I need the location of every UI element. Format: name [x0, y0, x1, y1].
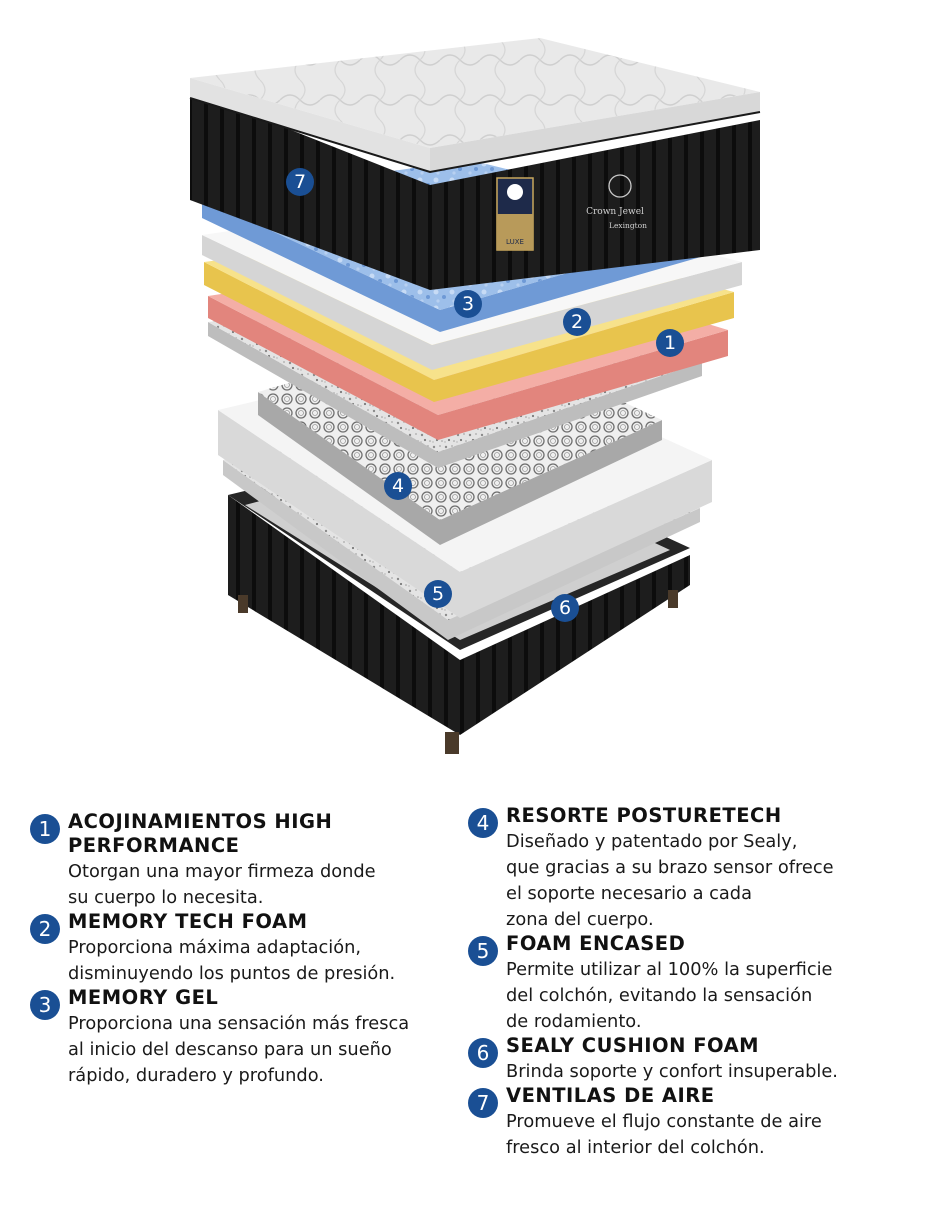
legend-description-5: Permite utilizar al 100% la superficie d…	[506, 959, 833, 1032]
svg-text:5: 5	[432, 583, 444, 605]
legend-title-7: VENTILAS DE AIRE	[506, 1084, 715, 1107]
legend-item-4: 4 RESORTE POSTURETECH Diseñado y patenta…	[468, 804, 908, 933]
legend-title-5: FOAM ENCASED	[506, 932, 686, 955]
legend-title-3: MEMORY GEL	[68, 986, 219, 1009]
legend-item-5: 5 FOAM ENCASED Permite utilizar al 100% …	[468, 932, 908, 1035]
legend-item-1: 1 ACOJINAMIENTOS HIGH PERFORMANCE Otorga…	[30, 810, 440, 911]
legend-number-4: 4	[468, 808, 498, 838]
svg-text:2: 2	[571, 311, 583, 333]
mattress-top	[189, 38, 761, 290]
svg-text:3: 3	[462, 293, 474, 315]
brand-logo: Crown Jewel	[586, 207, 644, 217]
legend-title-6: SEALY CUSHION FOAM	[506, 1034, 760, 1057]
legend-description-2: Proporciona máxima adaptación, disminuye…	[68, 937, 396, 984]
svg-text:7: 7	[294, 171, 306, 193]
legend-item-7: 7 VENTILAS DE AIRE Promueve el flujo con…	[468, 1084, 908, 1161]
legend-number-1: 1	[30, 814, 60, 844]
legend-title-1: ACOJINAMIENTOS HIGH PERFORMANCE	[68, 810, 333, 857]
badge-1: 1	[656, 329, 684, 357]
label-tag: LUXE	[506, 238, 524, 246]
legend-item-3: 3 MEMORY GEL Proporciona una sensación m…	[30, 986, 440, 1089]
badge-5: 5	[424, 580, 452, 608]
legend-description-3: Proporciona una sensación más fresca al …	[68, 1013, 410, 1086]
legend-number-5: 5	[468, 936, 498, 966]
legend-item-6: 6 SEALY CUSHION FOAM Brinda soporte y co…	[468, 1034, 908, 1085]
svg-text:6: 6	[559, 597, 571, 619]
legend-title-4: RESORTE POSTURETECH	[506, 804, 782, 827]
legend-title-2: MEMORY TECH FOAM	[68, 910, 308, 933]
legend-number-6: 6	[468, 1038, 498, 1068]
badge-6: 6	[551, 594, 579, 622]
legend-number-7: 7	[468, 1088, 498, 1118]
legend-description-6: Brinda soporte y confort insuperable.	[506, 1061, 838, 1082]
badge-4: 4	[384, 472, 412, 500]
svg-text:4: 4	[392, 475, 404, 497]
badge-7: 7	[286, 168, 314, 196]
mattress-exploded-diagram: Crown Jewel Lexington LUXE 7 3 2 1 4 5 6	[189, 38, 761, 754]
legend-number-3: 3	[30, 990, 60, 1020]
svg-text:1: 1	[664, 332, 676, 354]
legend-description-4: Diseñado y patentado por Sealy, que grac…	[506, 831, 834, 930]
badge-3: 3	[454, 290, 482, 318]
legend-description-7: Promueve el flujo constante de aire fres…	[506, 1111, 822, 1158]
badge-2: 2	[563, 308, 591, 336]
brand-model: Lexington	[609, 221, 647, 230]
legend-item-2: 2 MEMORY TECH FOAM Proporciona máxima ad…	[30, 910, 440, 987]
legend-description-1: Otorgan una mayor firmeza donde su cuerp…	[68, 861, 376, 908]
legend-number-2: 2	[30, 914, 60, 944]
